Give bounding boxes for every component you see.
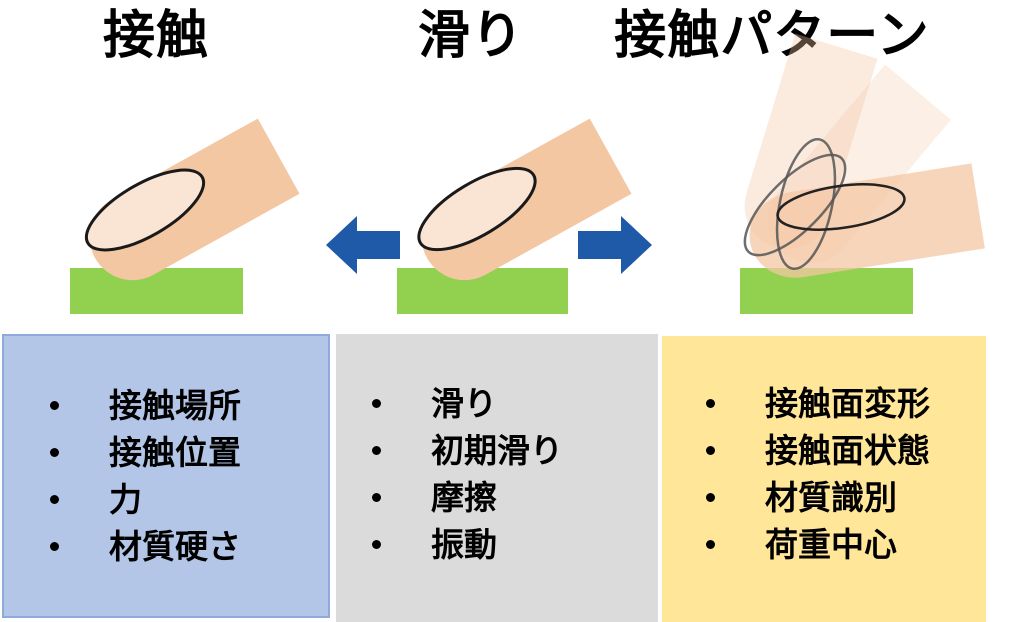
bullet-icon	[372, 446, 381, 455]
contact-pattern-illustration	[740, 33, 985, 314]
list-item-label: 接触場所	[109, 387, 241, 424]
bullet-icon	[706, 399, 715, 408]
bullet-icon	[50, 495, 59, 504]
contact-patch-ellipse-vertical	[775, 137, 837, 271]
contact-pattern-info-box: 接触面変形 接触面状態 材質識別 荷重中心	[662, 336, 986, 622]
list-item-label: 接触位置	[109, 434, 241, 471]
touch-surface-block	[70, 268, 243, 314]
bullet-icon	[372, 399, 381, 408]
list-item-label: 摩擦	[431, 479, 497, 516]
slip-illustration	[326, 118, 652, 314]
bullet-icon	[50, 448, 59, 457]
list-item: 接触位置	[50, 429, 328, 476]
bullet-icon	[50, 542, 59, 551]
fingernail-ellipse	[417, 166, 537, 252]
bullet-icon	[706, 540, 715, 549]
bullet-icon	[706, 446, 715, 455]
column-title-contact-pattern: 接触パターン	[614, 7, 930, 65]
contact-info-box: 接触場所 接触位置 力 材質硬さ	[2, 334, 330, 618]
list-item-label: 力	[109, 481, 142, 518]
list-item-label: 接触面状態	[765, 432, 930, 469]
bullet-icon	[50, 401, 59, 410]
column-title-contact: 接触	[102, 7, 210, 65]
touch-surface-block	[740, 268, 913, 314]
fingernail-ellipse	[84, 168, 206, 252]
contact-pattern-feature-list: 接触面変形 接触面状態 材質識別 荷重中心	[662, 336, 986, 568]
list-item: 摩擦	[372, 474, 658, 521]
column-title-slip: 滑り	[417, 7, 525, 65]
list-item-label: 材質識別	[765, 479, 897, 516]
contact-patch-ellipse-horizontal	[776, 183, 906, 231]
list-item: 力	[50, 476, 328, 523]
list-item: 滑り	[372, 380, 658, 427]
list-item: 振動	[372, 521, 658, 568]
bullet-icon	[706, 493, 715, 502]
list-item-label: 接触面変形	[765, 385, 930, 422]
list-item: 初期滑り	[372, 427, 658, 474]
contact-feature-list: 接触場所 接触位置 力 材質硬さ	[4, 336, 328, 570]
list-item: 材質硬さ	[50, 523, 328, 570]
slip-info-box: 滑り 初期滑り 摩擦 振動	[336, 334, 658, 622]
illustration-canvas	[70, 33, 985, 314]
list-item: 接触面変形	[706, 380, 986, 427]
list-item-label: 材質硬さ	[109, 528, 241, 565]
contact-patch-ellipse-diagonal	[743, 153, 847, 257]
contact-illustration	[70, 118, 300, 314]
list-item: 材質識別	[706, 474, 986, 521]
list-item: 接触面状態	[706, 427, 986, 474]
slip-feature-list: 滑り 初期滑り 摩擦 振動	[336, 334, 658, 568]
bullet-icon	[372, 493, 381, 502]
list-item-label: 荷重中心	[765, 526, 897, 563]
left-arrow-icon	[326, 216, 400, 274]
list-item: 荷重中心	[706, 521, 986, 568]
list-item: 接触場所	[50, 382, 328, 429]
list-item-label: 初期滑り	[431, 432, 563, 469]
right-arrow-icon	[578, 216, 652, 274]
list-item-label: 振動	[431, 526, 497, 563]
bullet-icon	[372, 540, 381, 549]
list-item-label: 滑り	[431, 385, 497, 422]
